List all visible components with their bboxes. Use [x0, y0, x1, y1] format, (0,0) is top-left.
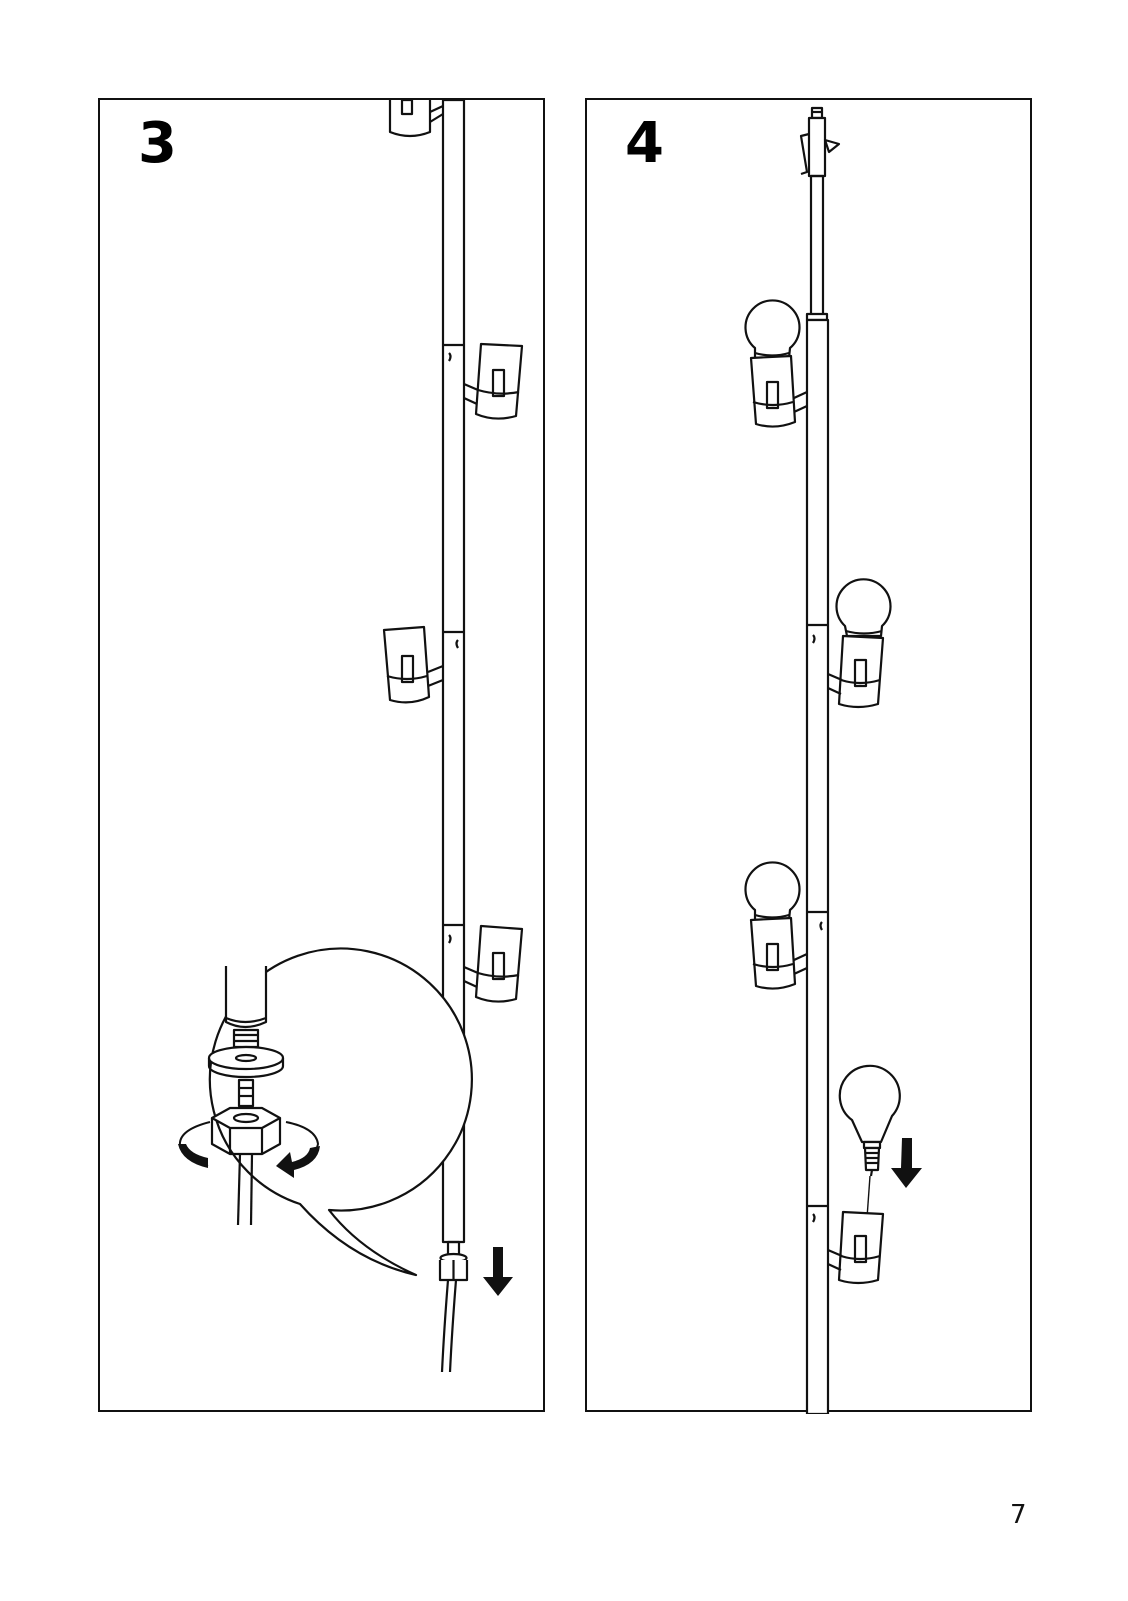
lamp-socket-icon — [384, 627, 443, 702]
step-4-panel: 4 — [585, 98, 1032, 1412]
lamp-socket-icon — [751, 356, 807, 427]
down-arrow-icon — [483, 1247, 513, 1296]
lamp-socket-icon — [464, 926, 522, 1002]
light-bulb-icon — [746, 300, 800, 358]
light-bulb-icon — [837, 579, 891, 636]
lamp-socket-icon — [828, 1212, 883, 1283]
step-3-illustration — [100, 100, 547, 1414]
lamp-socket-icon — [751, 918, 807, 989]
light-bulb-icon — [746, 862, 800, 920]
lamp-socket-icon — [828, 636, 883, 707]
light-bulb-icon — [840, 1066, 900, 1176]
page-number: 7 — [1010, 1500, 1027, 1530]
lamp-socket-icon — [464, 344, 522, 419]
step-4-illustration — [587, 100, 1034, 1414]
step-3-panel: 3 — [98, 98, 545, 1412]
lamp-socket-icon — [390, 100, 443, 136]
lamp-rod — [807, 320, 828, 1414]
down-arrow-icon — [891, 1138, 922, 1188]
